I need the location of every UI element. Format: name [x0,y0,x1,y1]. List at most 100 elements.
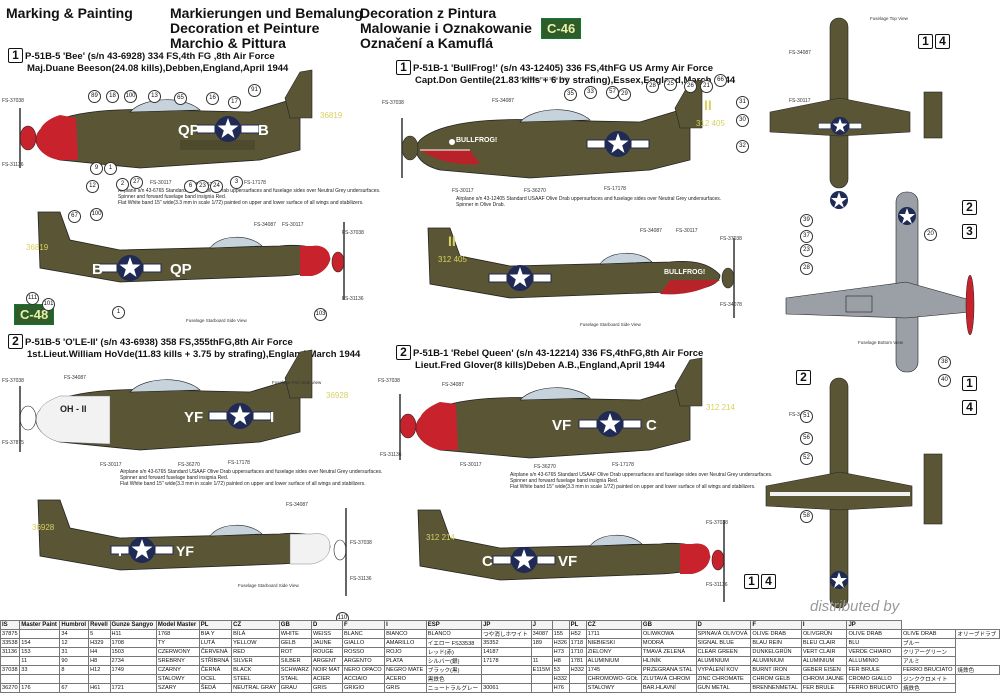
table-cell: H8 [88,656,111,666]
fs-label: FS-34087 [254,222,276,228]
table-cell: 1503 [109,647,157,657]
callout: 21 [700,80,713,93]
fs-label: FS-30117 [789,98,811,104]
scheme4-line1: P-51B-1 'Rebel Queen' (s/n 43-12214) 336… [413,348,704,359]
table-cell: 37875 [0,629,21,639]
table-cell: 11 [530,656,553,666]
table-cell: 1768 [155,629,200,639]
scheme4-number: 2 [396,345,411,360]
table-cell: VYPÁLENÍ KOV [695,665,752,675]
table-cell: ジンククロメイト [900,674,957,684]
fs-label: FS-36270 [534,464,556,470]
table-cell: LUTÁ [198,638,233,648]
badge-digit: 1 [744,574,759,589]
note-line: Flat White band 15" wide(3.3 mm in scale… [120,481,366,487]
scheme1-line2: Maj.Duane Beeson(24.08 kills),Debben,Eng… [27,63,289,74]
label-starboard-view: Fuselage Starboard Side View [186,318,247,323]
scheme1-number: 1 [8,48,23,63]
scheme4-line2: Lieut.Fred Glover(8 kills)Deben A.B.,Eng… [415,360,665,371]
table-cell: イエロー FS33538 [425,638,483,648]
callout: 58 [800,510,813,523]
table-cell: BLU [846,638,902,648]
table-cell: CROMO GIALLO [846,674,902,684]
callout: 56 [800,432,813,445]
callout: 23 [800,244,813,257]
table-cell: CHROM JAUNE [800,674,848,684]
fs-label: FS-34087 [640,228,662,234]
callout: 31 [736,96,749,109]
header-block-es-pl-cz: Decoration z Pintura Malowanie i Oznakow… [360,6,532,51]
tag-c46: C-46 [541,18,582,39]
callout: 40 [938,374,951,387]
table-cell: 5 [88,629,111,639]
s4-serial: 312 214 [706,403,735,412]
table-cell: FER BRULE [846,665,902,675]
table-cell: FERRO BRUCIATO [846,683,902,693]
table-cell: DUNKELGRÜN [750,647,802,657]
table-cell: 67 [59,683,90,693]
scheme2-line2: 1st.Lieut.William HoVde(11.83 kills + 3.… [27,349,361,360]
fs-label: FS-30117 [460,462,482,468]
table-cell: 34 [59,629,90,639]
table-cell: SILVER [231,656,280,666]
badge-3: 3 [962,222,979,240]
table-cell: NERO OPACO [342,665,386,675]
scheme2-number: 2 [8,334,23,349]
table-cell: E115M [530,665,553,675]
note-line: Spinner and forward fuselage band insign… [120,475,229,481]
fs-label: FS-31136 [342,296,364,302]
scheme2-line1: P-51B-5 'O'LE-II' (s/n 43-6938) 358 FS,3… [25,337,293,348]
table-cell: ZIELONY [585,647,642,657]
table-cell: PL [198,620,233,630]
badge-digit: 4 [761,574,776,589]
header-it: Marchio & Pittura [170,35,286,51]
table-cell: GUN METAL [695,683,752,693]
header-es: Decoration z Pintura [360,5,497,21]
callout: 13 [148,90,161,103]
table-cell: ARGENTO [342,656,386,666]
fs-label: FS-30117 [150,180,172,186]
table-cell [481,665,532,675]
fs-label: FS-37038 [350,540,372,546]
table-cell: NIEBIESKI [585,638,642,648]
table-cell: ARGENT [310,656,344,666]
s3b-code: II [448,233,456,249]
callout: 3 [230,176,243,189]
table-cell: OLIWKOWA [640,629,697,639]
table-cell: 黒鉄色 [425,674,483,684]
table-cell: PLATA [384,656,427,666]
fs-label: FS-17178 [244,180,266,186]
table-cell: ZLUTAVÁ CHROM [640,674,697,684]
fs-label: FS-34087 [286,502,308,508]
table-cell: ŠEDÁ [198,683,233,693]
table-cell: H332 [568,665,587,675]
table-cell: SCHWARZ [278,665,313,675]
table-cell: 189 [530,638,553,648]
s3-serial: 312 405 [696,119,725,128]
table-cell: 153 [19,647,61,657]
table-cell [568,674,587,684]
table-cell: H8 [551,656,570,666]
table-cell: 31136 [0,647,21,657]
table-cell: GELB [278,638,313,648]
table-cell: I [384,620,427,630]
table-cell: 176 [19,683,61,693]
note-line: Airplane s/n 43-6765 Standard USAAF Oliv… [118,188,381,194]
fs-label: FS-34087 [492,98,514,104]
table-cell: GEBER EISEN [800,665,848,675]
callout: 30 [736,114,749,127]
table-cell: CZ [231,620,280,630]
notes-scheme2: Airplane s/n 43-6765 Standard USAAF Oliv… [120,469,382,487]
table-cell: BLEU CLAIR [800,638,848,648]
notes-scheme1: Airplane s/n 43-6765 Standard USAAF Oliv… [118,188,380,206]
fs-label: FS-37875 [2,440,24,446]
table-cell: オリーブドラブ [955,629,1000,639]
fs-label: FS-17178 [604,186,626,192]
callout: 20 [924,228,937,241]
table-cell: SREBRNY [155,656,200,666]
badge-2-b: 2 [796,368,813,386]
